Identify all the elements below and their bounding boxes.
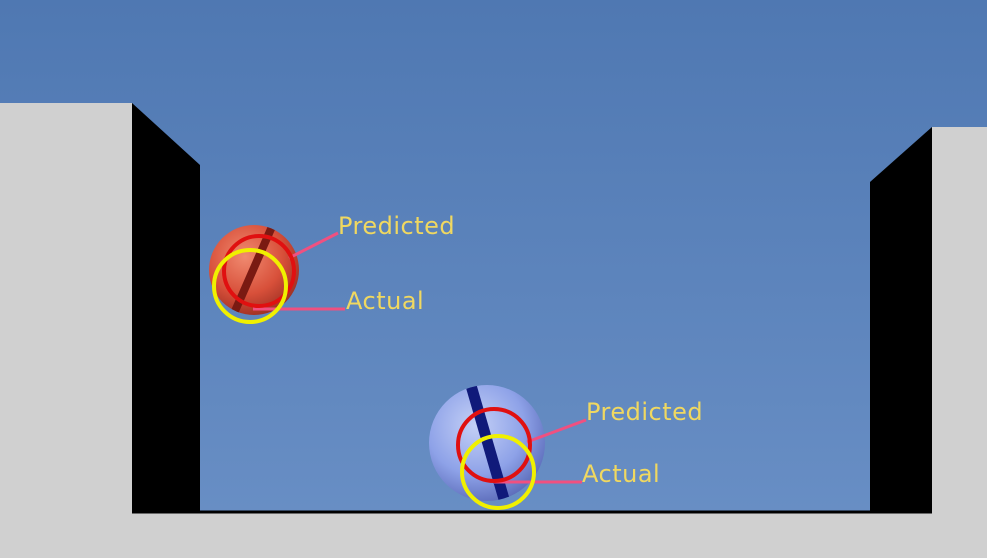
red-predicted-marker — [222, 234, 296, 308]
right-wall-side — [870, 127, 932, 512]
left-wall-side — [132, 103, 200, 512]
blue-actual-label: Actual — [582, 460, 660, 488]
left-wall-top — [0, 103, 132, 512]
red-ball-annotations: Predicted Actual — [212, 212, 455, 324]
floor — [0, 512, 987, 558]
blue-ball-stripe — [464, 385, 512, 501]
blue-ball-annotations: Predicted Actual — [456, 398, 703, 510]
blue-predicted-label: Predicted — [586, 398, 703, 426]
blue-predicted-leader-line — [526, 418, 587, 444]
blue-actual-marker — [460, 434, 536, 510]
red-predicted-leader-line — [288, 231, 339, 260]
red-predicted-label: Predicted — [338, 212, 455, 240]
red-actual-marker — [212, 248, 288, 324]
red-actual-label: Actual — [346, 287, 424, 315]
right-wall-top — [932, 127, 987, 512]
blue-predicted-marker — [456, 407, 532, 483]
